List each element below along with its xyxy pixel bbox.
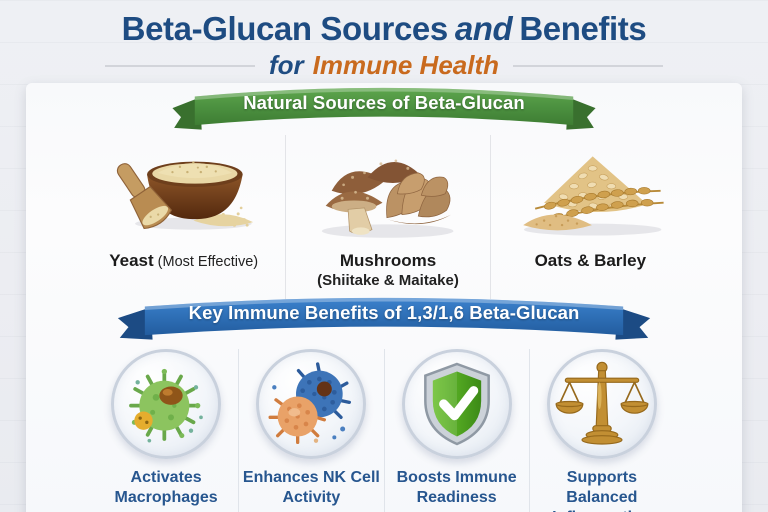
source-caption: Oats & Barley [495,251,690,293]
source-note: (Most Effective) [157,254,259,271]
page-subtitle: for Immune Health [269,50,499,81]
source-panel-yeast: Yeast(Most Effective) [82,135,285,299]
source-caption: Mushrooms(Shiitake & Maitake) [290,251,485,293]
blue-ribbon-shape [117,298,651,340]
benefits-row: Activates Macrophages [94,345,674,512]
balance-scale-icon [555,361,649,445]
sources-banner-text: Natural Sources of Beta-Glucan [243,92,525,114]
title-tail: Benefits [519,10,647,47]
benefit-circle [111,349,222,460]
benefit-label: Boosts Immune Readiness [396,469,517,507]
benefit-panel-shield: Boosts Immune Readiness [383,349,529,512]
macrophage-cell-icon [129,368,203,443]
mushrooms-icon [322,159,454,238]
subtitle-divider-line [104,64,255,67]
benefit-circle [546,349,657,460]
subtitle-row: for Immune Health [0,50,768,81]
source-caption: Yeast(Most Effective) [86,251,281,293]
source-name: Oats & Barley [534,251,647,271]
source-panel-oats-barley: Oats & Barley [489,135,694,300]
wooden-scoop [116,163,173,230]
benefit-panel-macrophages: Activates Macrophages [94,349,238,512]
sources-banner-ribbon: Natural Sources of Beta-Glucan [169,83,599,135]
benefit-label: Enhances NK Cell Activity [242,469,380,507]
title-and: and [454,10,513,47]
subtitle-highlight: Immune Health [312,49,500,80]
source-name: Yeast [109,251,154,271]
benefits-banner-ribbon: Key Immune Benefits of 1,3/1,6 Beta-Gluc… [114,293,654,345]
shield-checkmark-icon [423,362,490,446]
title-lead: Beta-Glucan Sources [121,10,449,47]
nk-cell-icon [268,362,352,445]
oats-barley-icon [522,156,664,236]
sources-row: Yeast(Most Effective) [82,135,694,300]
benefit-label: Supports Balanced Inflammation [552,469,652,512]
benefits-banner-text: Key Immune Benefits of 1,3/1,6 Beta-Gluc… [188,302,580,324]
source-panel-mushrooms: Mushrooms(Shiitake & Maitake) [285,135,489,300]
source-note: (Shiitake & Maitake) [317,272,459,290]
benefit-circle [256,349,367,460]
content-card: Natural Sources of Beta-Glucan [26,83,742,512]
benefit-label: Activates Macrophages [114,469,218,507]
benefit-panel-nk-cell: Enhances NK Cell Activity [238,349,383,512]
benefit-circle [401,349,512,460]
yeast-bowl-icon [116,161,254,230]
green-ribbon-shape [172,88,596,130]
subtitle-for: for [268,49,304,80]
subtitle-divider-line [513,64,664,67]
source-name: Mushrooms [339,251,437,271]
maitake-cluster [386,172,451,219]
benefit-panel-balance: Supports Balanced Inflammation [528,349,674,512]
